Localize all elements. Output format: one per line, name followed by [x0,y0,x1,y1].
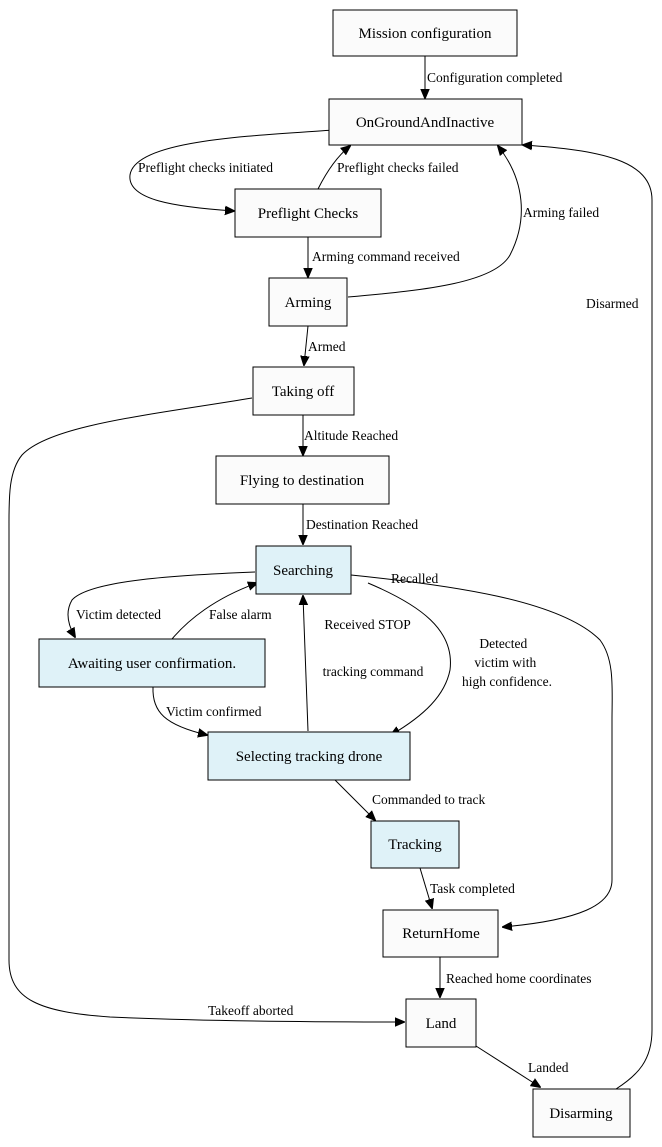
state-searching: Searching [255,545,352,595]
label-arming-command-received: Arming command received [312,249,460,264]
state-tracking: Tracking [370,820,460,869]
edge-recalled [350,574,613,927]
state-label: Arming [285,295,332,311]
state-on-ground-and-inactive: OnGroundAndInactive [328,98,523,146]
state-taking-off: Taking off [252,366,355,416]
edge-takeoff-aborted [8,397,404,1022]
state-label: Selecting tracking drone [236,749,383,765]
label-arming-failed: Arming failed [523,205,599,220]
label-task-completed: Task completed [430,881,515,896]
state-label: ReturnHome [402,926,480,942]
nodes: Mission configuration OnGroundAndInactiv… [38,9,631,1138]
edge-victim-confirmed [152,686,207,735]
label-reached-home-coordinates: Reached home coordinates [446,971,591,986]
edge-received-stop [303,596,309,732]
state-label: Land [426,1016,457,1032]
label-commanded-to-track: Commanded to track [372,792,485,807]
state-awaiting-user-confirmation: Awaiting user confirmation. [38,638,266,688]
state-land: Land [405,998,477,1048]
label-altitude-reached: Altitude Reached [304,428,398,443]
edge-arming-failed [347,146,522,298]
state-label: Awaiting user confirmation. [68,656,236,672]
label-configuration-completed: Configuration completed [427,70,563,85]
state-selecting-tracking-drone: Selecting tracking drone [207,731,411,781]
edge-detected-high-confidence [367,582,451,735]
label-line: tracking command [323,664,424,679]
label-preflight-checks-initiated: Preflight checks initiated [138,160,273,175]
label-victim-confirmed: Victim confirmed [166,704,262,719]
state-label: Disarming [549,1106,613,1122]
state-flying-to-destination: Flying to destination [215,455,390,505]
label-line: Received STOP [324,617,410,632]
edge-preflight-failed [317,146,350,190]
edges [8,56,653,1090]
label-false-alarm: False alarm [209,607,272,622]
label-disarmed: Disarmed [586,296,639,311]
edge-armed [304,325,308,365]
state-label: Taking off [272,384,334,400]
label-line: victim with [474,655,536,670]
label-line: high confidence. [462,674,552,689]
label-received-stop: Received STOP tracking command [323,617,424,679]
state-arming: Arming [268,277,348,327]
edge-commanded-to-track [334,779,375,820]
state-label: Flying to destination [240,473,365,489]
label-takeoff-aborted: Takeoff aborted [208,1003,294,1018]
label-line: Detected [479,636,527,651]
state-label: Searching [273,563,333,579]
state-disarming: Disarming [532,1088,631,1138]
edge-victim-detected [68,571,256,637]
label-recalled: Recalled [391,571,438,586]
state-label: Preflight Checks [258,206,359,222]
state-preflight-checks: Preflight Checks [234,188,382,238]
label-landed: Landed [528,1060,569,1075]
edge-preflight-initiated [129,129,334,211]
state-label: OnGroundAndInactive [356,115,495,131]
label-detected-high-confidence: Detected victim with high confidence. [462,636,552,689]
edge-labels: Configuration completed Preflight checks… [76,70,639,1075]
edge-false-alarm [171,583,257,640]
label-armed: Armed [308,339,346,354]
state-label: Mission configuration [359,26,492,42]
state-mission-configuration: Mission configuration [332,9,518,57]
state-label: Tracking [388,837,442,853]
state-return-home: ReturnHome [382,909,499,958]
edge-landed [475,1045,540,1087]
label-preflight-checks-failed: Preflight checks failed [337,160,459,175]
edge-task-completed [419,867,432,908]
label-victim-detected: Victim detected [76,607,161,622]
label-destination-reached: Destination Reached [306,517,418,532]
edge-disarmed [523,145,653,1090]
